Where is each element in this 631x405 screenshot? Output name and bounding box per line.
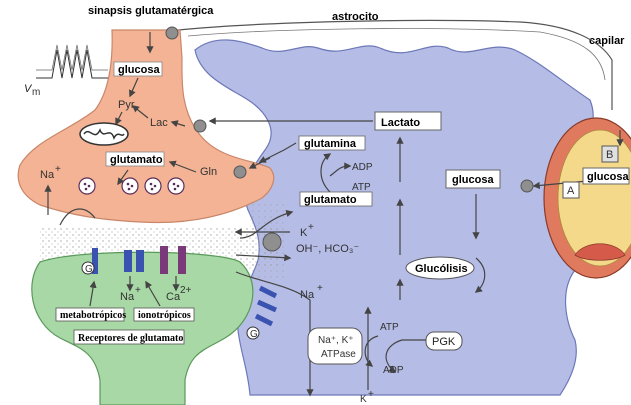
transporter-icon — [165, 26, 179, 40]
g-right-label: G — [250, 329, 258, 340]
glutamine-box — [298, 135, 366, 151]
astro-glutamate-label: glutamato — [304, 194, 357, 206]
capillary-a-label: A — [567, 185, 575, 197]
neuron-glucose-label: glucosa — [118, 64, 160, 76]
na-receptor-sup: + — [135, 285, 141, 296]
capillary-b-box — [601, 145, 619, 163]
glutamate-receptors-box — [73, 329, 185, 345]
capillary-glucose-box — [582, 167, 630, 185]
capillary-a-box — [562, 181, 580, 199]
lactate-label: Lactato — [381, 117, 420, 129]
vesicle-icon — [78, 177, 185, 195]
vm-label: V — [24, 83, 33, 95]
na-astro-label: Na — [300, 289, 315, 301]
pgk-box — [425, 331, 463, 351]
synapse-title: sinapsis glutamatérgica — [88, 5, 214, 17]
adp-pump-label: ADP — [383, 365, 404, 376]
neuron-glutamate-label: glutamato — [110, 154, 163, 166]
transporter-icon — [262, 232, 282, 252]
lac-label: Lac — [150, 117, 168, 129]
capillary-title: capilar — [589, 35, 625, 47]
pump-line1: Na⁺, K⁺ — [318, 335, 354, 346]
astrocyte-title: astrocito — [332, 11, 379, 23]
receptor-icon — [254, 285, 278, 327]
k-bottom-sup: + — [368, 389, 374, 400]
receptor-icon — [92, 246, 186, 274]
glycolysis-oval — [405, 256, 475, 280]
transporter-icon — [233, 165, 247, 179]
capillary-glucose-label: glucosa — [587, 171, 629, 183]
pump-line2: ATPase — [321, 349, 356, 360]
glutamate-receptors-label: Receptores de glutamato — [78, 333, 183, 344]
k-bottom-label: K — [360, 394, 367, 405]
astro-glucose-label: glucosa — [452, 174, 494, 186]
k-plus-label: K — [300, 227, 308, 239]
transporter-icon — [193, 119, 207, 133]
g-protein-right — [246, 326, 260, 340]
glutamine-label: glutamina — [304, 138, 357, 150]
adp-top-label: ADP — [352, 162, 373, 173]
capillary — [543, 117, 631, 279]
g-protein-left — [81, 261, 95, 275]
k-plus-sup: + — [308, 222, 314, 233]
neuron-glutamate-box — [105, 151, 165, 167]
transporter-icon — [520, 179, 534, 193]
glycolysis-label: Glucólisis — [415, 263, 468, 275]
atp-pump-label: ATP — [380, 322, 399, 333]
capillary-wall-line — [177, 19, 613, 110]
presynaptic-terminal — [17, 29, 275, 224]
astro-glucose-box — [445, 169, 501, 189]
na-neuron-sup: + — [55, 164, 61, 175]
lactate-box — [374, 111, 442, 131]
g-left-label: G — [85, 264, 93, 275]
gln-label: Gln — [200, 166, 217, 178]
mitochondrion-icon — [79, 122, 129, 146]
astro-glutamate-box — [299, 191, 373, 207]
capillary-b-label: B — [606, 149, 613, 161]
neuron-glucose-box — [113, 61, 163, 77]
na-astro-sup: + — [317, 283, 323, 294]
na-receptor-label: Na — [120, 291, 135, 303]
ca-receptor-label: Ca — [166, 291, 181, 303]
ionotropic-box — [133, 307, 195, 322]
action-potential-icon — [36, 44, 108, 79]
na-k-atpase-box — [307, 327, 363, 365]
postsynaptic-neuron — [31, 251, 254, 405]
na-neuron-label: Na — [40, 169, 55, 181]
metabotropic-box — [55, 307, 125, 322]
atp-top-label: ATP — [352, 182, 371, 193]
pyr-label: Pyr — [118, 99, 135, 111]
pgk-label: PGK — [432, 336, 456, 348]
metabotropic-label: metabotrópicos — [60, 310, 126, 321]
ionotropic-label: ionotrópicos — [138, 310, 191, 321]
vm-subscript: m — [32, 87, 40, 98]
ca-receptor-sup: 2+ — [180, 285, 192, 296]
oh-hco3-label: OH⁻, HCO₃⁻ — [296, 243, 359, 255]
